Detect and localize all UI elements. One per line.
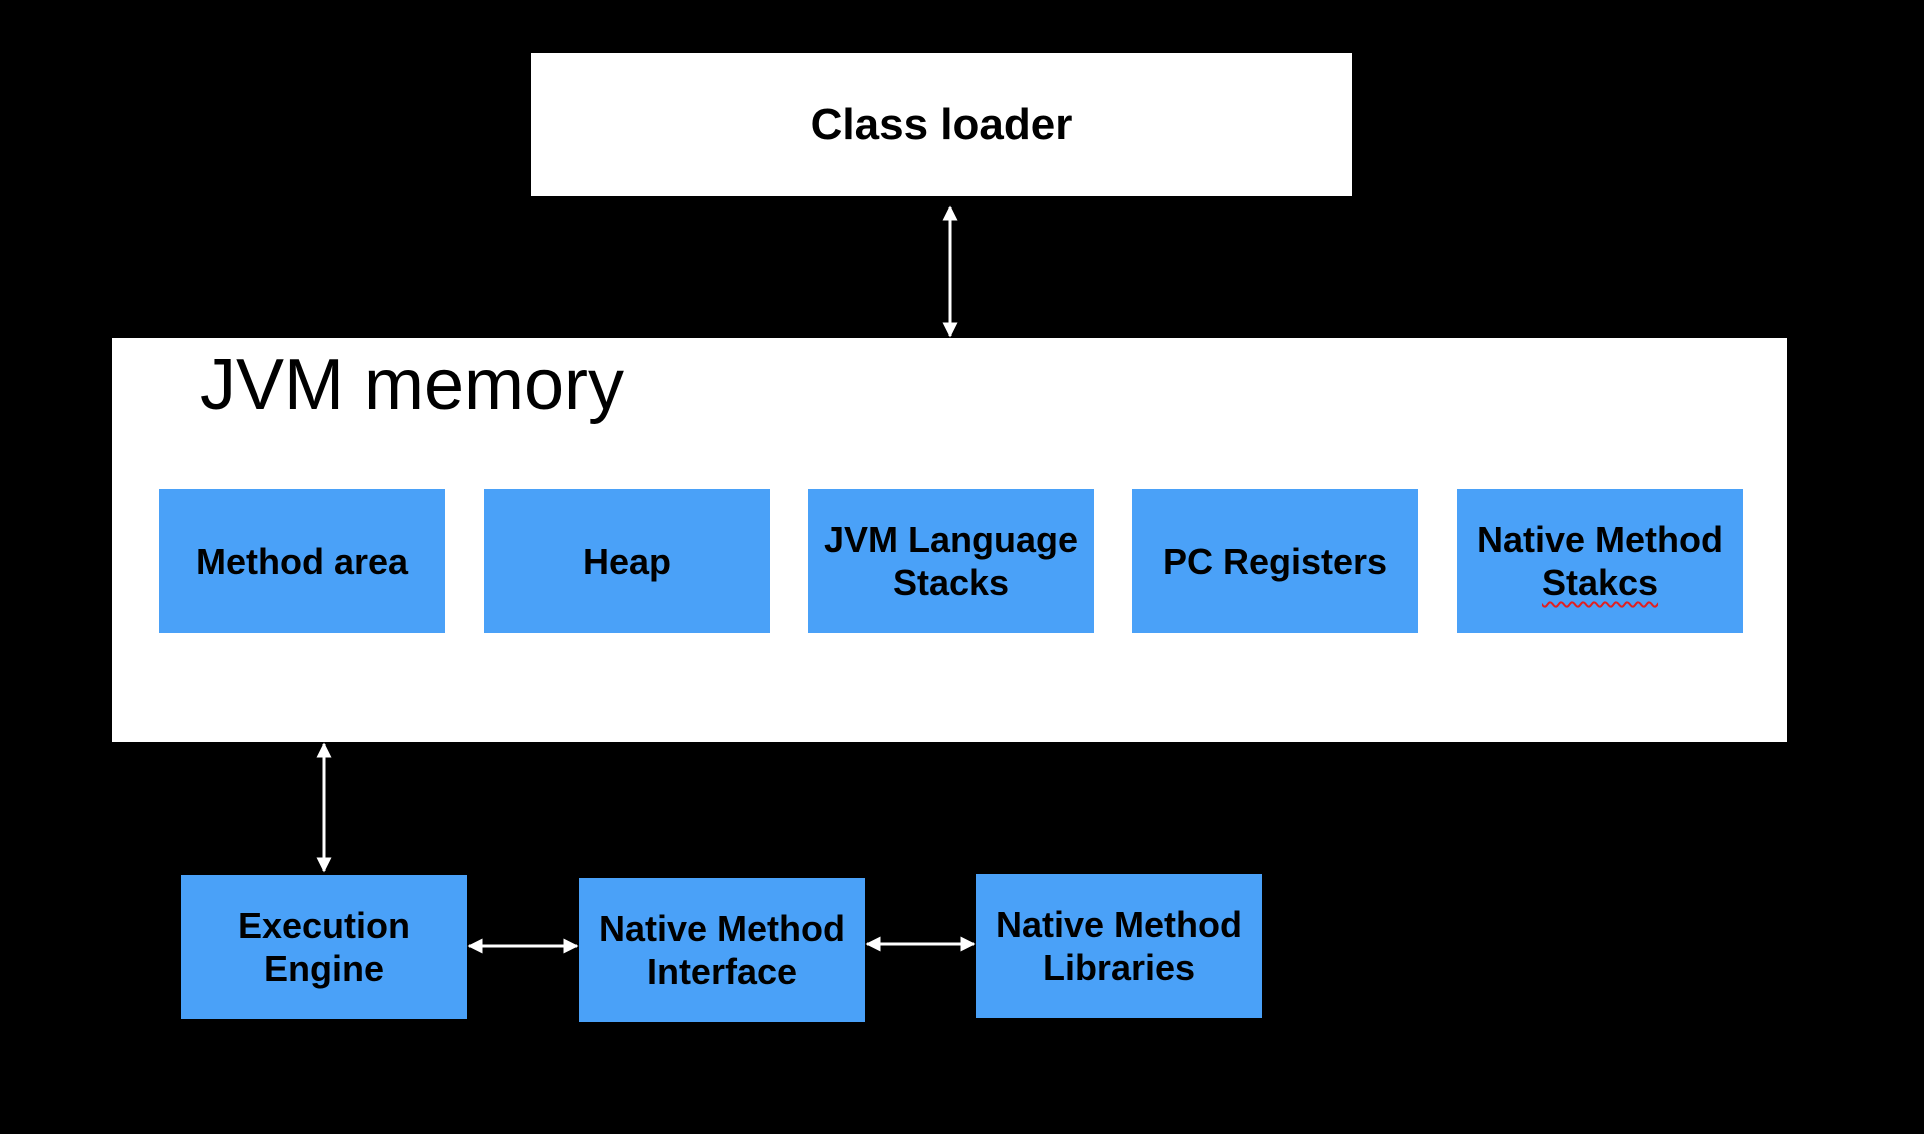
native-method-stacks-box: Native Method Stakcs bbox=[1457, 489, 1743, 633]
method-area-label: Method area bbox=[195, 540, 409, 582]
native-method-libraries-label-line2: Libraries bbox=[1042, 947, 1196, 988]
native-method-interface-label-line1: Native Method bbox=[598, 908, 846, 949]
class-loader-label: Class loader bbox=[810, 99, 1073, 149]
execution-engine-label-line2: Engine bbox=[263, 948, 384, 989]
execution-engine-label-line1: Execution bbox=[237, 905, 411, 946]
method-area-box: Method area bbox=[159, 489, 445, 633]
native-method-libraries-label-line1: Native Method bbox=[995, 904, 1243, 945]
jvm-memory-title: JVM memory bbox=[200, 345, 625, 425]
native-method-libraries-box: Native Method Libraries bbox=[976, 874, 1262, 1018]
jvm-language-stacks-label-line1: JVM Language bbox=[823, 519, 1079, 560]
jvm-language-stacks-label-line2: Stacks bbox=[892, 562, 1010, 603]
native-method-stacks-label-line1: Native Method bbox=[1476, 519, 1724, 560]
class-loader-box: Class loader bbox=[531, 53, 1352, 196]
native-method-interface-label-line2: Interface bbox=[646, 951, 798, 992]
jvm-language-stacks-box: JVM Language Stacks bbox=[808, 489, 1094, 633]
native-method-interface-box: Native Method Interface bbox=[579, 878, 865, 1022]
execution-engine-box: Execution Engine bbox=[181, 875, 467, 1019]
pc-registers-label: PC Registers bbox=[1162, 540, 1388, 582]
native-method-stacks-label-line2: Stakcs bbox=[1541, 562, 1659, 603]
heap-label: Heap bbox=[582, 540, 672, 582]
pc-registers-box: PC Registers bbox=[1132, 489, 1418, 633]
heap-box: Heap bbox=[484, 489, 770, 633]
